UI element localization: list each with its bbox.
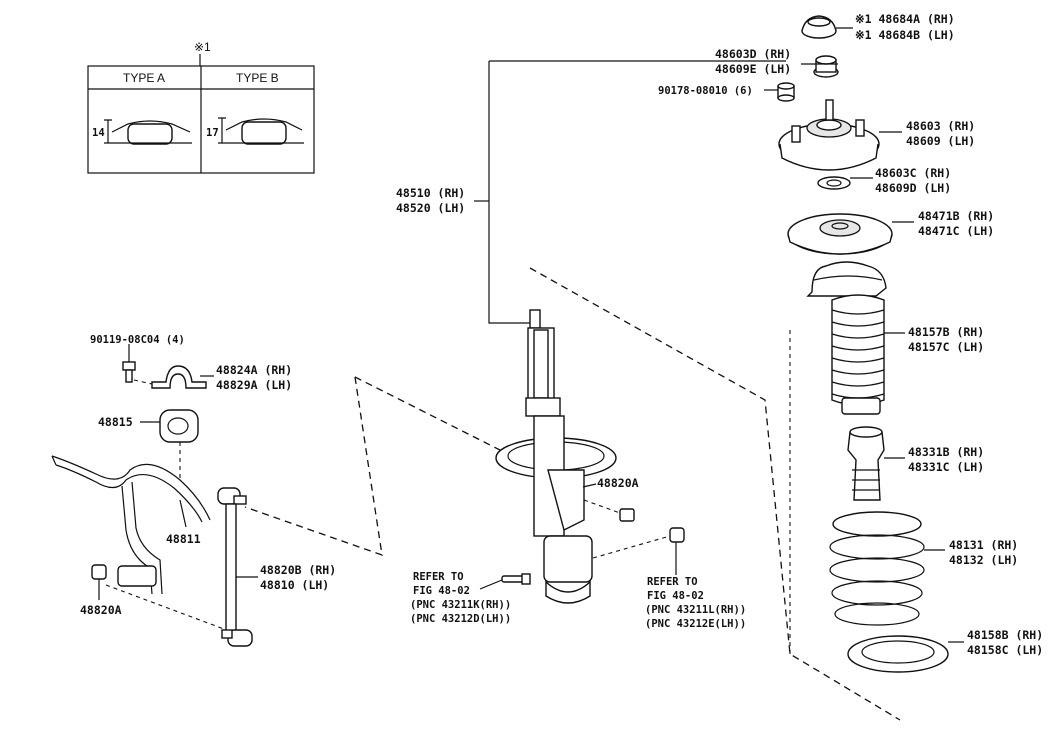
label-48158-rh: 48158B (RH) [967, 628, 1043, 642]
label-48331-rh: 48331B (RH) [908, 445, 984, 459]
bump-boot-48157 [806, 261, 887, 415]
strut-leader-line [488, 61, 530, 324]
label-48158-lh: 48158C (LH) [967, 643, 1043, 657]
label-48603d-rh: 48603D (RH) [715, 47, 791, 61]
nut-48820a-mid [619, 508, 635, 522]
refer-right-line2: FIG 48-02 [647, 590, 704, 602]
label-48684-rh: ※1 48684A (RH) [855, 12, 955, 26]
cap-48684 [801, 15, 837, 39]
nut-90178 [777, 82, 795, 102]
assembly-dash-right [529, 267, 901, 721]
refer-right-line1: REFER TO [647, 576, 698, 588]
label-48820b-lh: 48810 (LH) [260, 578, 329, 592]
label-48603d-lh: 48609E (LH) [715, 62, 791, 76]
type-a-bushing-sketch: 14 [92, 119, 192, 145]
bushing-48815 [159, 409, 199, 443]
label-48331-lh: 48331C (LH) [908, 460, 984, 474]
label-48157-rh: 48157B (RH) [908, 325, 984, 339]
type-b-header: TYPE B [236, 71, 279, 85]
strut-assembly-48510 [495, 309, 617, 604]
label-90119: 90119-08C04 (4) [90, 334, 185, 346]
label-48603-lh: 48609 (LH) [906, 134, 975, 148]
refer-left-line3: (PNC 43211K(RH)) [410, 599, 511, 611]
label-48820b-rh: 48820B (RH) [260, 563, 336, 577]
refer-right-line4: (PNC 43212E(LH)) [645, 618, 746, 630]
label-48603c-lh: 48609D (LH) [875, 181, 951, 195]
refer-left-line2: FIG 48-02 [413, 585, 470, 597]
type-a-header: TYPE A [123, 71, 165, 85]
refer-right-line3: (PNC 43211L(RH)) [645, 604, 746, 616]
label-48811: 48811 [166, 532, 201, 546]
label-48131-rh: 48131 (RH) [949, 538, 1018, 552]
legend-marker: ※1 [194, 40, 211, 54]
label-48157-lh: 48157C (LH) [908, 340, 984, 354]
label-48815: 48815 [98, 415, 133, 429]
nut-48820a-left [91, 564, 107, 580]
type-a-dimension: 14 [92, 127, 105, 139]
label-48510-rh: 48510 (RH) [396, 186, 465, 200]
coil-spring-48131 [829, 511, 925, 626]
refer-left-line4: (PNC 43212D(LH)) [410, 613, 511, 625]
refer-left-line1: REFER TO [413, 571, 464, 583]
label-90178: 90178-08010 (6) [658, 85, 753, 97]
bolt-90119 [122, 361, 136, 383]
type-b-bushing-sketch: 17 [206, 117, 304, 145]
washer-48603c [817, 176, 851, 190]
type-b-dimension: 17 [206, 127, 219, 139]
label-48510-lh: 48520 (LH) [396, 201, 465, 215]
label-48684-lh: ※1 48684B (LH) [855, 28, 955, 42]
assembly-dash-link [244, 376, 383, 556]
label-48131-lh: 48132 (LH) [949, 553, 1018, 567]
stabilizer-bar-48811 [51, 455, 211, 595]
label-48824-lh: 48829A (LH) [216, 378, 292, 392]
assembly-dash-left [354, 376, 501, 451]
label-48471-rh: 48471B (RH) [918, 209, 994, 223]
strut-bolt-right [669, 527, 685, 543]
spring-seat-48471 [787, 213, 893, 255]
type-legend-table: ※1 TYPE A TYPE B 14 17 [87, 40, 315, 174]
label-48820a-mid: 48820A [597, 476, 639, 490]
label-48471-lh: 48471C (LH) [918, 224, 994, 238]
spring-insulator-48158 [847, 635, 949, 673]
bracket-48824a [151, 365, 207, 389]
bump-stop-48331 [847, 426, 885, 501]
strut-mount-48603 [778, 99, 880, 171]
label-48603c-rh: 48603C (RH) [875, 166, 951, 180]
nut-48603d [813, 55, 839, 78]
label-48820a-left: 48820A [80, 603, 122, 617]
label-48824-rh: 48824A (RH) [216, 363, 292, 377]
stabilizer-link-48820b [217, 487, 253, 647]
strut-bolt-lower [501, 573, 531, 585]
label-48603-rh: 48603 (RH) [906, 119, 975, 133]
